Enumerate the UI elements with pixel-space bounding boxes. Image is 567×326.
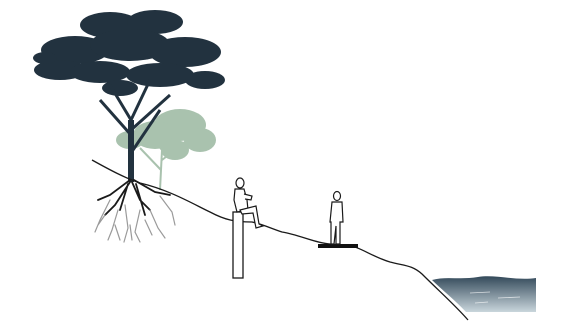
water-pool (432, 276, 536, 312)
roots (95, 180, 175, 242)
post (233, 212, 243, 278)
tree-dark-icon (33, 10, 225, 182)
ground-profile (92, 160, 468, 320)
standing-person-icon (330, 192, 343, 245)
